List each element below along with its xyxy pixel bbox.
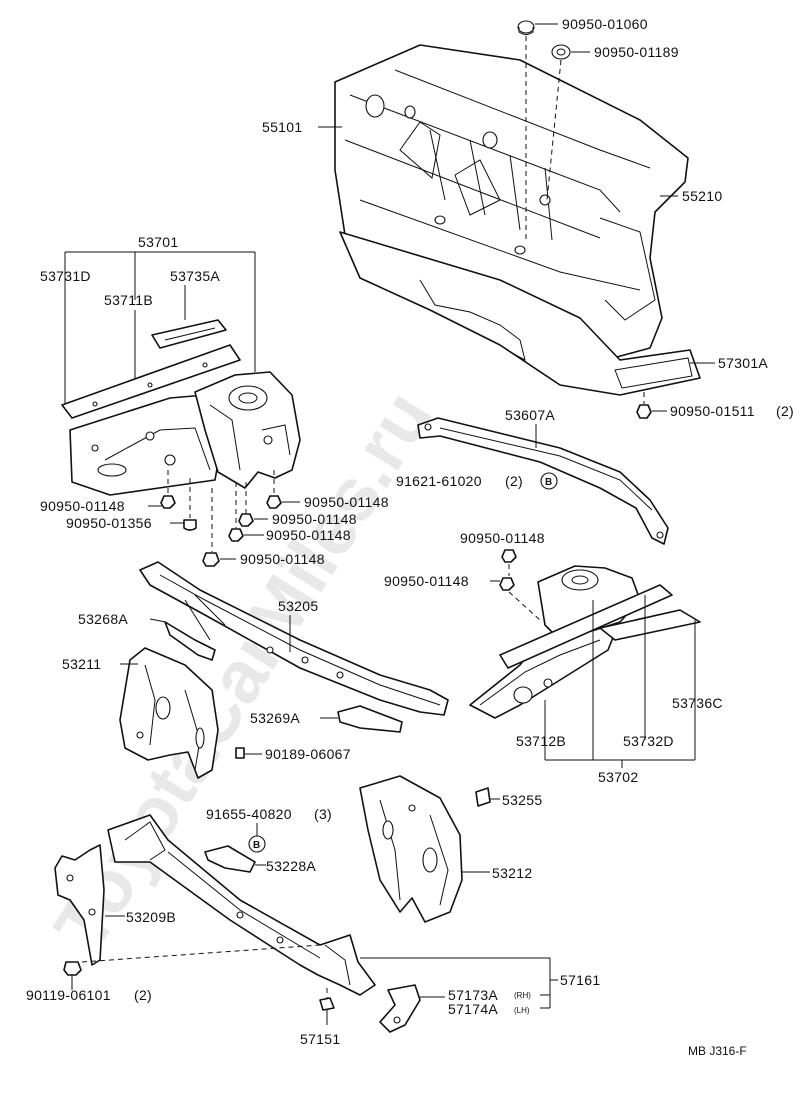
- label-90950-01148-a: 90950-01148: [40, 498, 125, 514]
- label-53711B: 53711B: [104, 292, 153, 308]
- label-57151: 57151: [300, 1031, 340, 1047]
- callout-b-1: B: [540, 472, 558, 490]
- bulkhead-53212: [359, 775, 463, 923]
- nut-90950-01148-a: [160, 495, 176, 509]
- nut-90950-01148-d: [228, 528, 244, 542]
- clip-90189-06067: [235, 747, 245, 759]
- bracket-53269A: [337, 705, 403, 733]
- crossmember-53205: [139, 561, 449, 716]
- label-53205: 53205: [278, 598, 318, 614]
- label-91621-61020: 91621-61020: [396, 473, 482, 489]
- label-90119-06101-qty: (2): [134, 987, 152, 1003]
- nut-90950-01148-e: [202, 552, 220, 567]
- bracket-53255: [475, 787, 491, 807]
- label-53732D: 53732D: [623, 733, 674, 749]
- label-53211: 53211: [62, 656, 101, 672]
- label-53712B: 53712B: [516, 733, 566, 749]
- dash-panel-55101: [334, 44, 701, 396]
- bracket-53268A: [164, 621, 216, 661]
- nut-90950-01148-g: [499, 577, 515, 591]
- label-53701: 53701: [138, 234, 178, 250]
- label-53209B: 53209B: [126, 909, 176, 925]
- label-53607A: 53607A: [505, 407, 555, 423]
- bracket-53209B: [54, 844, 105, 966]
- rail-53732D: [499, 584, 673, 669]
- callout-b-2: B: [248, 835, 266, 853]
- label-53731D: 53731D: [40, 268, 91, 284]
- bracket-57173A: [379, 984, 421, 1033]
- label-53255: 53255: [502, 792, 542, 808]
- label-91655-40820: 91655-40820: [206, 806, 292, 822]
- label-57174A-side: (LH): [514, 1006, 530, 1015]
- cap-90950-01356: [183, 519, 197, 531]
- apron-53711B: [69, 394, 223, 496]
- label-53735A: 53735A: [170, 268, 220, 284]
- label-90950-01511-qty: (2): [776, 403, 794, 419]
- label-91655-40820-qty: (3): [314, 806, 332, 822]
- grommet-90950-01060: [517, 20, 535, 35]
- label-53736C: 53736C: [672, 695, 723, 711]
- label-90189-06067: 90189-06067: [265, 746, 351, 762]
- label-53212: 53212: [492, 865, 532, 881]
- bulkhead-53211: [119, 647, 219, 779]
- nut-90950-01148-b: [266, 495, 282, 509]
- grommet-90950-01189: [551, 44, 571, 60]
- label-57173A-side: (RH): [514, 991, 531, 1000]
- label-90950-01356: 90950-01356: [66, 515, 152, 531]
- label-57161: 57161: [560, 972, 600, 988]
- label-90950-01148-f: 90950-01148: [460, 530, 545, 546]
- rail-53736C: [599, 609, 701, 641]
- label-53268A: 53268A: [78, 611, 128, 627]
- label-90950-01060: 90950-01060: [562, 16, 648, 32]
- label-90950-01189: 90950-01189: [594, 44, 679, 60]
- rail-53731D: [61, 344, 241, 419]
- label-53228A: 53228A: [266, 858, 316, 874]
- label-90950-01148-e: 90950-01148: [240, 551, 325, 567]
- pad-57151: [319, 997, 335, 1011]
- label-90950-01148-c: 90950-01148: [272, 511, 357, 527]
- label-90119-06101: 90119-06101: [26, 987, 111, 1003]
- label-55101: 55101: [262, 119, 302, 135]
- bracket-53228A: [204, 845, 256, 873]
- label-53269A: 53269A: [250, 710, 300, 726]
- label-90950-01148-d: 90950-01148: [266, 527, 351, 543]
- svg-text:B: B: [253, 840, 260, 851]
- brace-53607A: [417, 417, 669, 545]
- label-90950-01148-b: 90950-01148: [304, 494, 389, 510]
- nut-90950-01148-f: [501, 549, 517, 563]
- frame-member: [107, 814, 376, 996]
- label-90950-01511: 90950-01511: [670, 403, 755, 419]
- label-57174A: 57174A: [448, 1001, 498, 1017]
- label-57173A: 57173A: [448, 987, 498, 1003]
- label-53702: 53702: [598, 769, 638, 785]
- bolt-90119-06101: [63, 961, 82, 990]
- svg-text:B: B: [545, 477, 552, 488]
- wheelhouse-left: [194, 371, 301, 489]
- label-57301A: 57301A: [718, 355, 768, 371]
- nut-90950-01148-c: [238, 513, 254, 527]
- label-55210: 55210: [682, 188, 722, 204]
- brace-53735A: [151, 319, 227, 349]
- label-91621-61020-qty: (2): [505, 473, 523, 489]
- diagram-code: MB J316-F: [688, 1044, 747, 1058]
- nut-90950-01511: [636, 404, 652, 419]
- label-90950-01148-g: 90950-01148: [384, 573, 469, 589]
